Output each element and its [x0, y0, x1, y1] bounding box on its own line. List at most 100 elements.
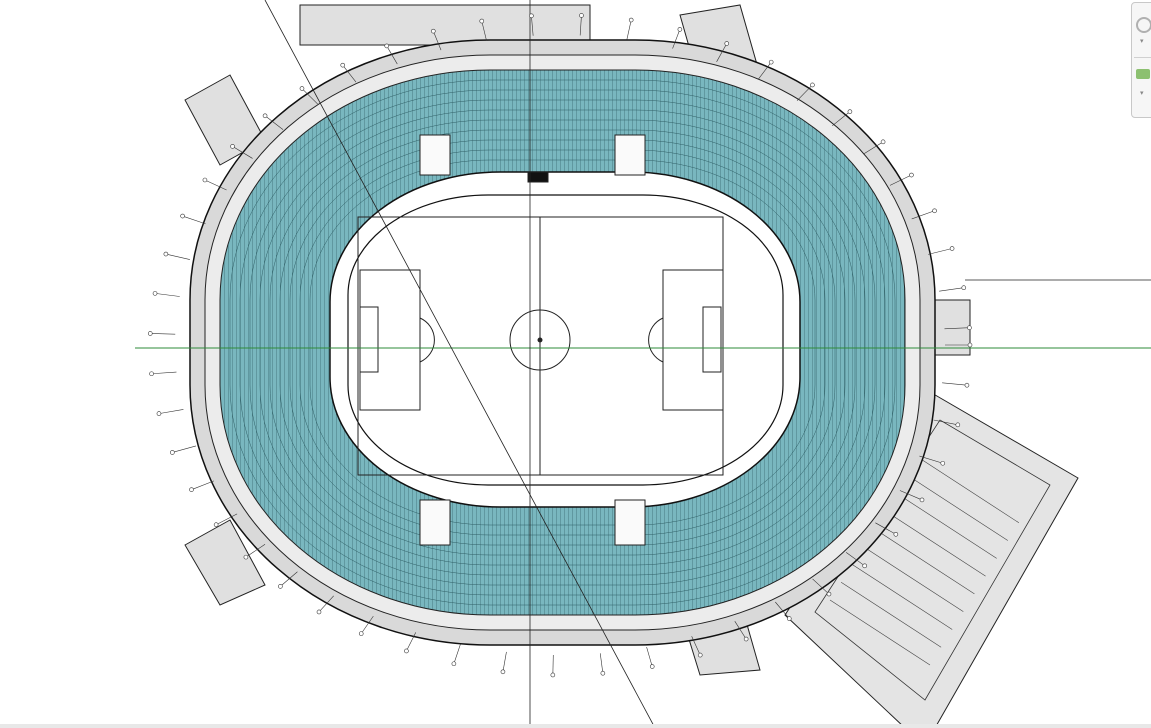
grid-line — [646, 646, 653, 667]
grid-bubble — [862, 563, 867, 569]
field-area — [347, 194, 784, 486]
grid-bubble — [299, 86, 305, 91]
grid-line — [204, 179, 227, 191]
grid-bubble — [677, 27, 683, 32]
parking-row — [896, 493, 997, 559]
grid-bubble — [724, 41, 730, 46]
grid-bubble — [768, 59, 774, 65]
seat-row — [289, 139, 836, 546]
grid-line — [386, 45, 398, 65]
grid-bubble — [451, 661, 457, 667]
grid-line — [216, 513, 238, 525]
grid-markers — [147, 13, 973, 678]
grid-bubble — [697, 652, 703, 658]
grid-line — [264, 115, 284, 130]
grid-line — [796, 84, 813, 101]
parking-row — [907, 475, 1008, 541]
grid-line — [942, 382, 967, 386]
grid-line — [342, 64, 357, 83]
navigation-bar[interactable]: ▾ ▾ — [1131, 2, 1151, 118]
grid-bubble — [955, 422, 961, 428]
grid-line — [318, 595, 334, 613]
grid-bubble — [316, 609, 322, 615]
grid-bubble — [909, 172, 914, 178]
grid-line — [245, 544, 266, 558]
penalty-box-right — [662, 269, 724, 411]
orbit-icon[interactable] — [1136, 17, 1151, 33]
grid-bubble — [919, 497, 925, 503]
grid-line — [626, 19, 632, 40]
grid-bubble — [550, 672, 556, 678]
parking-row — [918, 457, 1020, 524]
grid-line — [716, 43, 728, 62]
grid-bubble — [147, 331, 153, 336]
grid-bubble — [149, 371, 154, 377]
grid-bubble — [810, 82, 815, 88]
grid-line — [758, 61, 772, 80]
grid-bubble — [202, 177, 208, 183]
grid-bubble — [826, 591, 832, 597]
parking-row — [829, 599, 931, 666]
pan-icon[interactable] — [1136, 69, 1150, 79]
grid-bubble — [431, 28, 436, 34]
diagonal-section-line — [264, 0, 656, 728]
grid-bubble — [262, 113, 268, 119]
grid-bubble — [213, 522, 219, 528]
grid-bubble — [600, 670, 606, 676]
corner-towers — [184, 4, 971, 676]
grid-line — [172, 445, 197, 453]
grid-line — [155, 293, 180, 297]
parking-row — [852, 564, 953, 630]
grid-line — [502, 651, 507, 672]
grid-bubble — [579, 13, 584, 18]
grid-line — [691, 636, 701, 656]
status-bar — [0, 724, 1151, 728]
grid-bubble — [949, 246, 955, 251]
grid-line — [151, 371, 177, 375]
grid-bubble — [170, 450, 175, 455]
grid-bubble — [156, 411, 162, 416]
grid-bubble — [529, 13, 534, 19]
grid-line — [775, 601, 790, 619]
grid-line — [889, 174, 912, 186]
orbit-dropdown-caret[interactable]: ▾ — [1140, 37, 1144, 45]
divider — [1134, 57, 1151, 58]
grid-bubble — [649, 664, 655, 669]
grid-bubble — [479, 18, 485, 24]
grid-line — [150, 333, 176, 335]
grid-line — [360, 615, 374, 634]
grid-line — [734, 621, 747, 640]
grid-line — [579, 15, 582, 36]
grid-line — [182, 215, 206, 225]
grid-bubble — [189, 487, 194, 492]
grid-bubble — [964, 382, 970, 388]
grid-bubble — [932, 208, 937, 214]
grid-bubble — [628, 17, 634, 23]
grid-line — [899, 490, 923, 501]
grid-line — [531, 15, 534, 36]
grid-bubble — [940, 460, 946, 466]
pan-dropdown-caret[interactable]: ▾ — [1140, 89, 1144, 97]
grid-bubble — [384, 43, 390, 49]
grid-line — [301, 88, 318, 105]
parking-row — [840, 581, 942, 648]
grid-bubble — [340, 62, 346, 68]
parking-row — [874, 528, 975, 595]
grid-line — [812, 578, 830, 595]
grid-line — [939, 287, 964, 292]
grid-line — [191, 480, 215, 490]
grid-line — [453, 644, 461, 664]
grid-line — [599, 653, 604, 674]
grid-bubble — [967, 342, 973, 348]
grid-line — [433, 31, 442, 51]
grid-line — [944, 327, 970, 330]
grid-line — [911, 210, 935, 220]
grid-line — [158, 409, 184, 414]
grid-line — [280, 571, 298, 587]
grid-bubble — [358, 631, 364, 636]
grid-line — [845, 552, 865, 567]
grid-line — [832, 111, 851, 127]
grid-bubble — [230, 144, 235, 149]
football-pitch — [357, 216, 724, 476]
